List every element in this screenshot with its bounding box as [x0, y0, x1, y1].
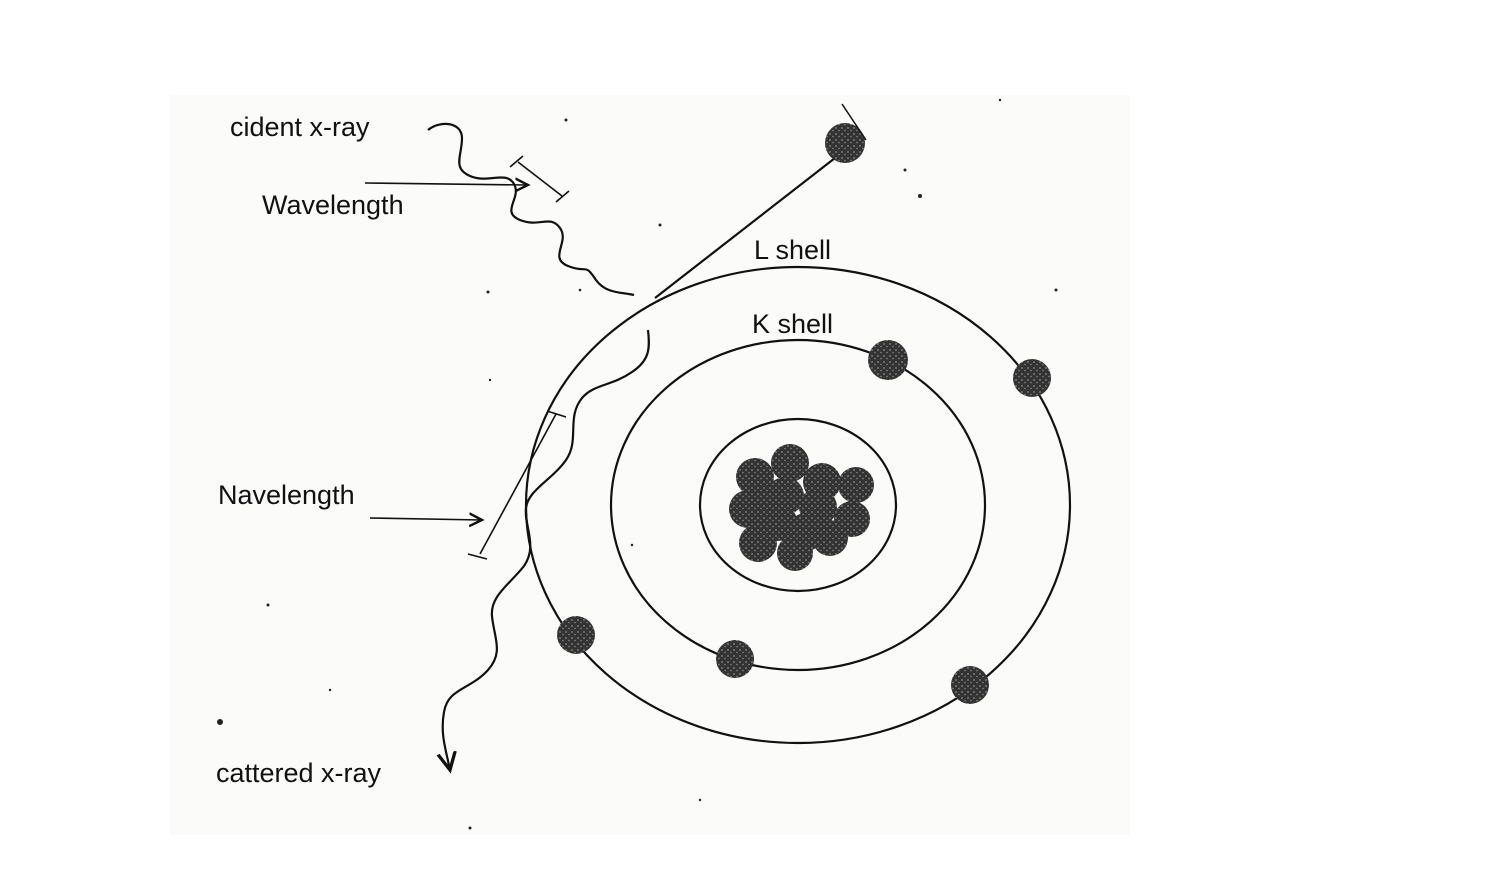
- wavelength-top-bracket: [518, 162, 562, 196]
- l-shell-electron: [1013, 359, 1051, 397]
- nucleon: [739, 524, 777, 562]
- wavelength-top-arrow: [365, 183, 528, 185]
- ejected-electron-path: [655, 158, 835, 298]
- incident-xray-label: cident x-ray: [230, 112, 370, 142]
- l-shell-electron: [557, 616, 595, 654]
- k-shell-label: K shell: [752, 309, 833, 339]
- k-shell-electron: [868, 340, 908, 380]
- l-shell-electron: [951, 666, 989, 704]
- wavelength-bottom-tick: [468, 554, 487, 559]
- k-shell-electron: [716, 640, 754, 678]
- wavelength-bottom-label: Navelength: [218, 480, 355, 510]
- nucleon: [752, 482, 784, 514]
- wavelength-bottom-bracket: [480, 414, 556, 554]
- nucleus: [729, 444, 874, 571]
- scattered-xray-label: cattered x-ray: [216, 758, 382, 788]
- nucleon: [771, 444, 809, 482]
- incident-xray-wave: [428, 124, 634, 295]
- wavelength-bottom-arrow: [370, 518, 482, 520]
- nucleon: [777, 535, 813, 571]
- wavelength-top-label: Wavelength: [262, 190, 404, 220]
- wavelength-bottom-tick: [547, 411, 566, 417]
- nucleon: [812, 520, 848, 556]
- nucleon: [838, 467, 874, 503]
- l-shell-label: L shell: [754, 235, 831, 265]
